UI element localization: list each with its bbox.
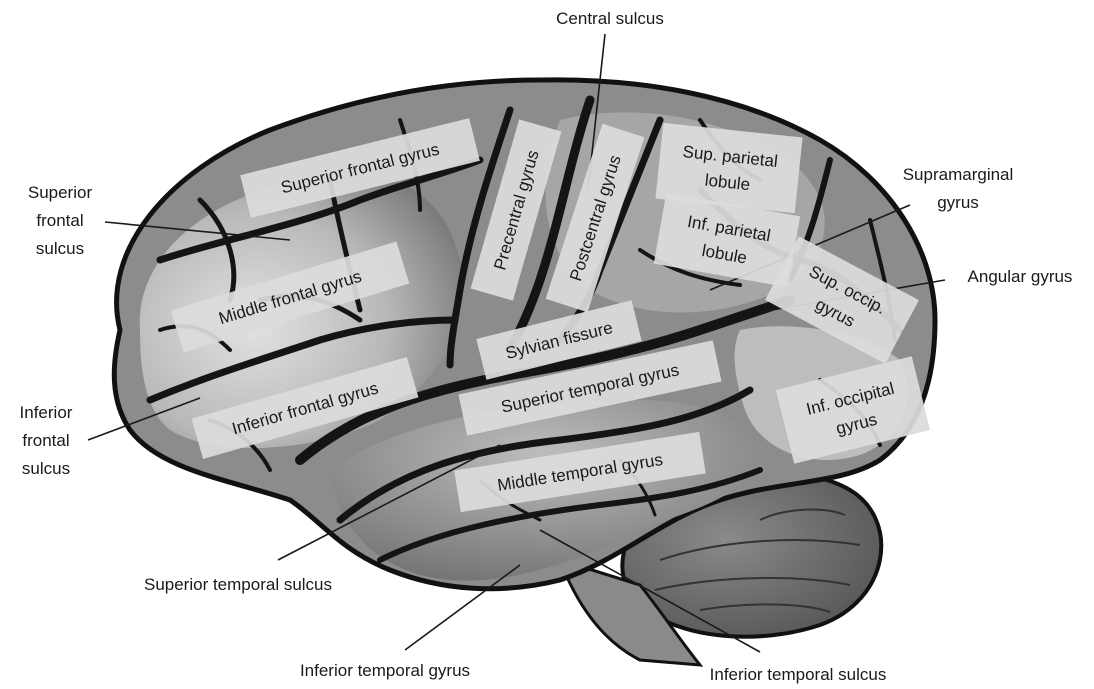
inferior-frontal-sulcus-label-line1: Inferior: [20, 403, 73, 422]
inferior-temporal-gyrus-label: Inferior temporal gyrus: [300, 661, 470, 680]
superior-temporal-sulcus-label: Superior temporal sulcus: [144, 575, 332, 594]
superior-frontal-sulcus-label-line1: Superior: [28, 183, 93, 202]
central-sulcus-label: Central sulcus: [556, 9, 664, 28]
inferior-frontal-sulcus-label-line2: frontal: [22, 431, 69, 450]
superior-frontal-sulcus-label-line3: sulcus: [36, 239, 84, 258]
supramarginal-gyrus-label-line2: gyrus: [937, 193, 979, 212]
angular-gyrus-label: Angular gyrus: [968, 267, 1073, 286]
inferior-temporal-sulcus-label: Inferior temporal sulcus: [710, 665, 887, 684]
inferior-frontal-sulcus-label-line3: sulcus: [22, 459, 70, 478]
superior-frontal-sulcus-label-line2: frontal: [36, 211, 83, 230]
supramarginal-gyrus-label-line1: Supramarginal: [903, 165, 1014, 184]
